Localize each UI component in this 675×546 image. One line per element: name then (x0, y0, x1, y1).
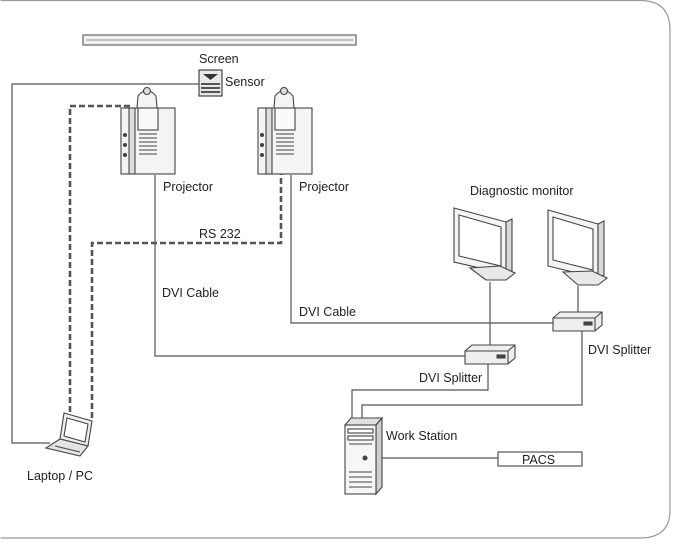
laptop-label: Laptop / PC (27, 469, 93, 483)
work-station-label: Work Station (386, 429, 457, 443)
dvi-splitter-center-label: DVI Splitter (419, 371, 482, 385)
dvi-cable-left-label: DVI Cable (162, 286, 219, 300)
projector-left-device (120, 86, 176, 175)
connection-lines (11, 83, 583, 459)
diagnostic-monitor-2 (547, 209, 609, 286)
dvi-cable-right-label: DVI Cable (299, 305, 356, 319)
splitter-to-workstation-2 (361, 331, 583, 425)
projector-right-device (257, 86, 313, 175)
projector-left-label: Projector (163, 180, 213, 194)
work-station-device (343, 416, 384, 496)
dvi-splitter-center-device (464, 344, 516, 365)
diagnostic-monitor-1 (453, 207, 517, 281)
dvi-splitter-right-label: DVI Splitter (588, 343, 651, 357)
pacs-box (497, 451, 583, 467)
diagnostic-monitor-label: Diagnostic monitor (470, 184, 574, 198)
sensor-label: Sensor (225, 75, 265, 89)
dvi-cable-right (290, 175, 553, 324)
screen-label: Screen (199, 52, 239, 66)
pacs-label: PACS (522, 453, 555, 467)
laptop-device (44, 412, 93, 457)
rs232-lines (68, 104, 283, 440)
sensor-device (198, 69, 223, 97)
dvi-splitter-right-device (552, 311, 603, 332)
sensor-cable (11, 83, 199, 444)
dvi-cable-left (154, 175, 465, 357)
rs232-label: RS 232 (199, 227, 241, 241)
screen-bar (82, 34, 357, 46)
projector-right-label: Projector (299, 180, 349, 194)
splitter-to-workstation-1 (351, 364, 489, 425)
